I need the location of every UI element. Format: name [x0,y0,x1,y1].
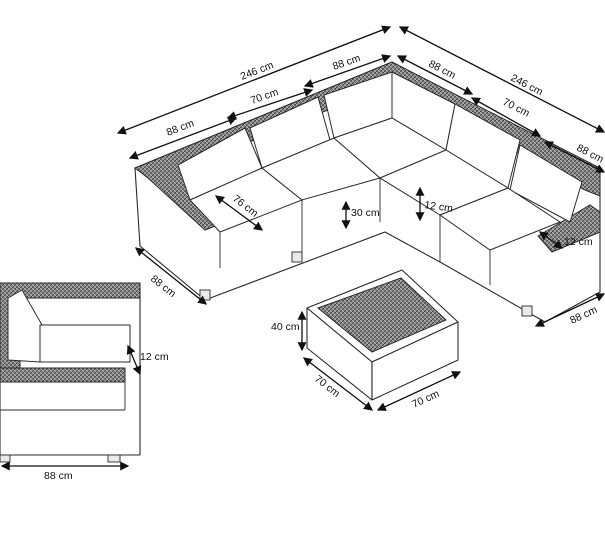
dimension-lines [0,25,605,471]
dim-line-right-88 [543,141,605,173]
label-depth-left: 88 cm [148,273,178,300]
dim-line-depth-left [134,247,208,305]
dim-line-left-88 [128,116,238,160]
dim-line-left-70 [226,88,314,120]
dim-line-right-70 [470,97,542,137]
label-seat-height: 30 cm [351,207,380,219]
dim-line-seat-depth [214,195,264,231]
label-cushion-right: 12 cm [564,236,593,248]
dim-line-table-right [376,371,462,411]
dim-line-total-right [398,26,605,133]
label-table-height: 40 cm [271,321,300,333]
label-left-88: 88 cm [165,117,196,139]
armchair-seat-cushion [39,324,131,363]
corner-sofa [134,61,601,323]
dim-line-corner-left-88 [303,54,392,88]
dim-line-chair-cushion [126,344,142,376]
dim-line-table-left [302,357,374,411]
seat-front-lines [219,178,491,285]
table-slats [316,277,447,353]
armchair-foot [0,454,11,463]
seat-cushion [438,187,562,251]
armchair-wicker-arm [0,367,126,383]
label-corner-left-88: 88 cm [331,52,362,73]
label-chair-cushion: 12 cm [140,351,169,363]
label-cushion-center: 12 cm [424,199,454,215]
dim-line-depth-right [534,293,605,327]
armchair-front-lines [0,382,126,411]
sofa-foot [521,305,533,317]
dim-line-total-left [116,25,392,135]
armchair-foot [107,454,121,463]
sofa-foot [199,289,211,301]
label-left-70: 70 cm [249,86,280,107]
label-table-left: 70 cm [312,373,342,400]
sofa-foot [291,251,303,263]
dim-line-corner-right-88 [396,55,474,95]
label-total-right: 246 cm [509,72,545,98]
label-chair-width: 88 cm [44,470,73,482]
dim-line-cushion-right [538,231,564,249]
label-table-right: 70 cm [410,388,441,411]
armchair [0,282,141,463]
